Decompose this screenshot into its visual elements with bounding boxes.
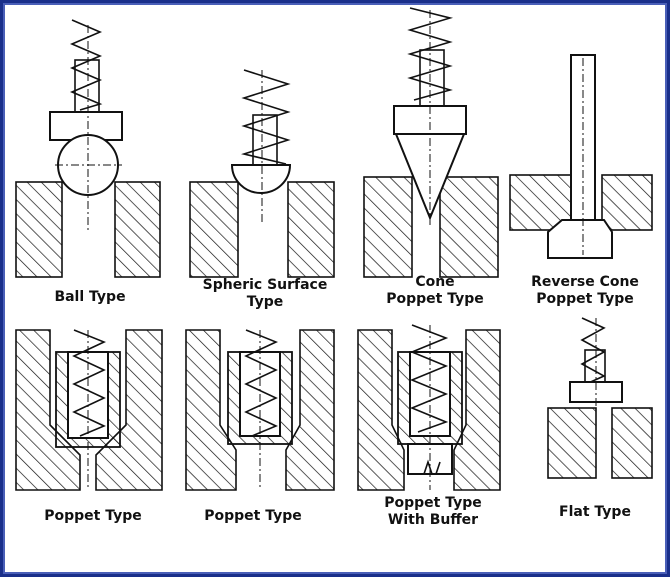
flat-seat-left (547, 407, 597, 479)
label-ball-type: Ball Type (54, 289, 126, 305)
cone-seat-right (439, 176, 499, 278)
label-flat-type: Flat Type (559, 504, 631, 520)
label-poppet-type-2: Poppet Type (204, 508, 302, 524)
poppet2-spring (244, 329, 279, 437)
spheric-seat-left (189, 181, 239, 278)
label-reverse-cone-poppet-type: Reverse Cone Poppet Type (531, 274, 639, 307)
ball-seat-left (15, 181, 63, 278)
buffer-notch (423, 459, 441, 475)
poppet1-body-right (95, 329, 163, 491)
flat-seat-right (611, 407, 653, 479)
ball-type-valve (15, 19, 161, 278)
spheric-seat-right (287, 181, 335, 278)
flat-spring (580, 317, 606, 385)
ball-seat-right (114, 181, 161, 278)
ball-spring (69, 19, 103, 111)
label-poppet-type-1: Poppet Type (44, 508, 142, 524)
poppet-type-valve-1 (15, 329, 163, 491)
spheric-poppet (230, 164, 292, 194)
buffer-body-right (453, 329, 501, 491)
poppet1-body-left (15, 329, 81, 491)
buffer-spring (409, 324, 449, 433)
buffer-body-left (357, 329, 405, 491)
poppet2-body-right (285, 329, 335, 491)
label-cone-poppet-type: Cone Poppet Type (386, 274, 484, 307)
poppet-type-valve-2 (185, 329, 335, 491)
cone-spring (407, 7, 454, 101)
cone-seat-left (363, 176, 413, 278)
reverse-cone-head (547, 219, 613, 259)
reverse-cone-valve (509, 54, 653, 259)
poppet-buffer-valve (357, 324, 501, 491)
reverse-seat-left (509, 174, 573, 231)
spheric-spring (241, 69, 291, 165)
label-spheric-surface-type: Spheric Surface Type (202, 277, 328, 310)
reverse-seat-right (601, 174, 653, 231)
flat-type-valve (547, 317, 653, 479)
poppet2-body-left (185, 329, 237, 491)
cone-poppet-valve (363, 7, 499, 278)
poppet1-spring (72, 329, 107, 437)
spheric-surface-valve (189, 69, 335, 278)
label-poppet-type-with-buffer: Poppet Type With Buffer (384, 495, 482, 528)
